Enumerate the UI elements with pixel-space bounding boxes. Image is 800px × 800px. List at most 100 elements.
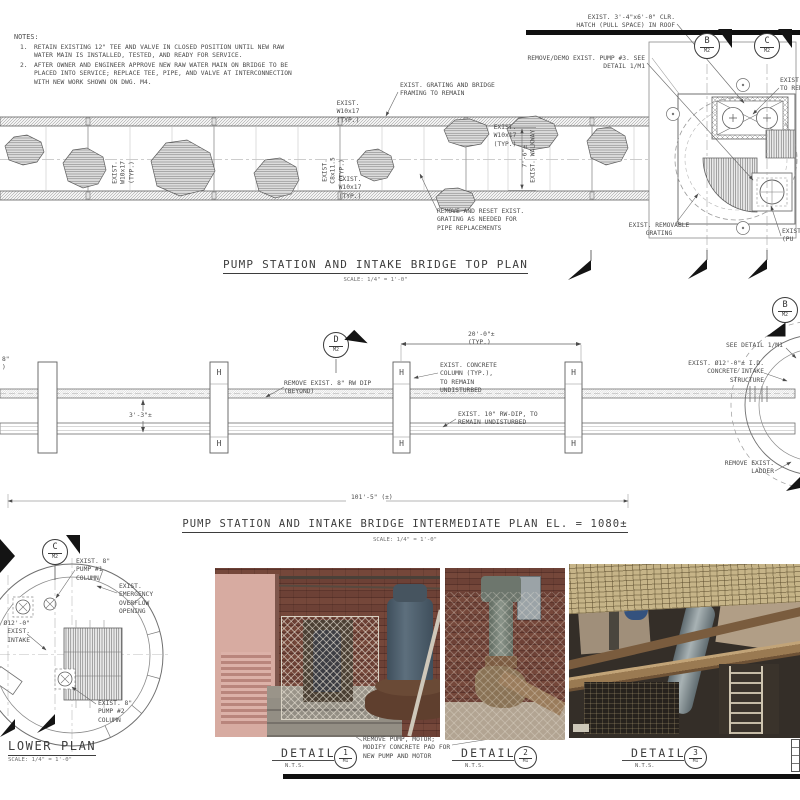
top-plan-scale: SCALE: 1/4" = 1'-0"	[343, 277, 408, 283]
marker-letter: B	[778, 301, 792, 312]
label-pump1-column: EXIST. 8" PUMP #1 COLUMN	[76, 558, 111, 582]
lower-grating	[584, 682, 679, 734]
label-overflow-opening: EXIST. EMERGENCY OVERFLOW OPENING	[119, 583, 154, 615]
pump-clip-line1: EXIST.	[782, 228, 800, 235]
intermediate-plan	[0, 322, 800, 508]
walkway-dim-value: 7'-6"±	[521, 144, 529, 168]
sheet-border-top	[526, 30, 800, 35]
title-block-edge	[791, 739, 800, 772]
detail-photo-1	[215, 568, 440, 737]
marker-letter: C	[48, 543, 62, 554]
column-h-3t: H	[571, 368, 576, 377]
detail-sheet: M1	[692, 758, 699, 764]
intermediate-plan-title-text: PUMP STATION AND INTAKE BRIDGE INTERMEDI…	[182, 518, 628, 533]
section-marker-d: D M2	[323, 329, 368, 358]
note-2-text: AFTER OWNER AND ENGINEER APPROVE NEW RAW…	[34, 62, 292, 86]
label-intake-id: Ø12'-0" EXIST. INTAKE	[3, 620, 30, 644]
intermediate-plan-title: PUMP STATION AND INTAKE BRIDGE INTERMEDI…	[176, 518, 634, 533]
pump-head	[481, 576, 521, 602]
label-pump-remain-clipped: EXIST. P TO REM	[780, 77, 800, 94]
label-removable-grating: EXIST. REMOVABLE GRATING	[628, 222, 690, 238]
label-remove-ladder: REMOVE EXIST. LADDER	[724, 460, 774, 476]
column-h-2t: H	[399, 368, 404, 377]
walkway-dim-name: EXIST. WALKWAY	[530, 129, 537, 183]
top-plan-rocks	[4, 115, 629, 213]
electrical-box	[517, 576, 541, 620]
lower-plan-scale: SCALE: 1/4" = 1'-0"	[8, 757, 72, 763]
door-louver	[221, 652, 271, 724]
pump-clip-line2: (PU	[782, 236, 794, 244]
label-pump-clipped-2: EXIST. (PU	[782, 228, 800, 245]
dim-101-5: 101'-5" (±)	[351, 494, 393, 501]
note-2-number: 2.	[20, 62, 28, 69]
label-walkway-dim: 7'-6"± EXIST. WALKWAY	[522, 116, 539, 196]
label-concrete-column: EXIST. CONCRETE COLUMN (TYP.), TO REMAIN…	[440, 362, 497, 394]
section-marker-c-top: C M2	[754, 29, 792, 59]
note-1-number: 1.	[20, 44, 28, 51]
conduit	[215, 576, 440, 579]
detail-number: 1	[339, 749, 352, 759]
section-arrow	[66, 535, 80, 554]
section-marker-b-intermediate: B M2	[766, 297, 798, 337]
ladder-rail	[761, 666, 763, 734]
detail-photo-2	[445, 568, 565, 740]
section-marker-b-top: B M2	[694, 29, 732, 59]
top-plan-title-text: PUMP STATION AND INTAKE BRIDGE TOP PLAN	[222, 258, 529, 274]
marker-sheet: M2	[763, 47, 771, 54]
column-h-1t: H	[216, 368, 222, 377]
section-marker-c-lower: C M2	[42, 535, 80, 565]
detail-number: 3	[689, 749, 702, 759]
detail-3-label: DETAIL	[631, 746, 686, 760]
label-intake-structure: EXIST. Ø12'-0"± I.D. CONCRETE INTAKE STR…	[688, 360, 764, 384]
pump-flange	[485, 656, 517, 668]
detail-photo-3	[569, 564, 800, 738]
detail-2-nts: N.T.S.	[465, 763, 485, 769]
detail-3-nts: N.T.S.	[635, 763, 655, 769]
mesh-screen	[281, 616, 379, 720]
detail-number: 2	[519, 749, 532, 759]
label-pump2-column: EXIST. 8" PUMP #2 COLUMN	[98, 700, 133, 724]
label-remove-pump-motor: REMOVE PUMP, MOTOR; MODIFY CONCRETE PAD …	[363, 736, 451, 760]
label-grating-framing: EXIST. GRATING AND BRIDGE FRAMING TO REM…	[400, 82, 495, 98]
label-w10x17-mid: EXIST. W10x17 (TYP.)	[493, 124, 517, 148]
photo-tag	[573, 724, 589, 732]
lower-plan-title-text: LOWER PLAN	[8, 739, 97, 756]
label-remove-pump3: REMOVE/DEMO EXIST. PUMP #3. SEE DETAIL 1…	[527, 55, 645, 71]
top-plan-leaders	[385, 23, 782, 237]
wall-pipe	[609, 592, 619, 650]
label-exist-10rw: EXIST. 10" RW-DIP, TO REMAIN UNDISTURBED	[458, 411, 538, 427]
marker-sheet: M2	[332, 346, 340, 353]
label-w10x17-rotated: EXIST. W10x17 (TYP.)	[111, 161, 136, 184]
notes-heading: NOTES:	[14, 33, 39, 41]
marker-letter: D	[329, 336, 343, 347]
label-w10x17-bottom: EXIST. W10x17 (TYP.)	[338, 176, 362, 200]
left-clip-line1: 8"	[2, 356, 10, 363]
top-plan-title: PUMP STATION AND INTAKE BRIDGE TOP PLAN	[218, 258, 533, 274]
marker-letter: B	[700, 37, 714, 48]
pump-column	[489, 600, 513, 660]
detail-1-label: DETAIL	[281, 746, 336, 760]
intermediate-plan-scale: SCALE: 1/4" = 1'-0"	[373, 537, 437, 543]
detail-sheet: M1	[342, 758, 349, 764]
detail-3-bubble: 3 M1	[684, 746, 707, 769]
detail-sheet: M1	[522, 758, 529, 764]
section-arrow	[778, 29, 792, 48]
mesh-overlay	[445, 592, 565, 740]
section-arrow	[766, 322, 786, 337]
marker-sheet: M2	[51, 553, 59, 560]
detail-2-bubble: 2 M1	[514, 746, 537, 769]
column-h-1b: H	[216, 439, 222, 448]
section-cut-flags-top	[568, 250, 768, 280]
note-1-text: RETAIN EXISTING 12" TEE AND VALVE IN CLO…	[34, 44, 285, 60]
label-left-clip: 8" )	[2, 356, 22, 373]
dim-3-3: 3'-3"±	[129, 412, 152, 419]
pump-remain-line1: EXIST. P	[780, 77, 800, 84]
label-w10x17-top: EXIST. W10x17 (TYP.)	[336, 100, 360, 124]
pump-motor-cap	[393, 584, 427, 602]
ladder-rungs	[731, 666, 761, 734]
detail-2-label: DETAIL	[461, 746, 516, 760]
marker-sheet: M2	[703, 47, 711, 54]
detail-1-nts: N.T.S.	[285, 763, 305, 769]
dim-20ft: 20'-0"± (TYP.)	[468, 331, 495, 347]
